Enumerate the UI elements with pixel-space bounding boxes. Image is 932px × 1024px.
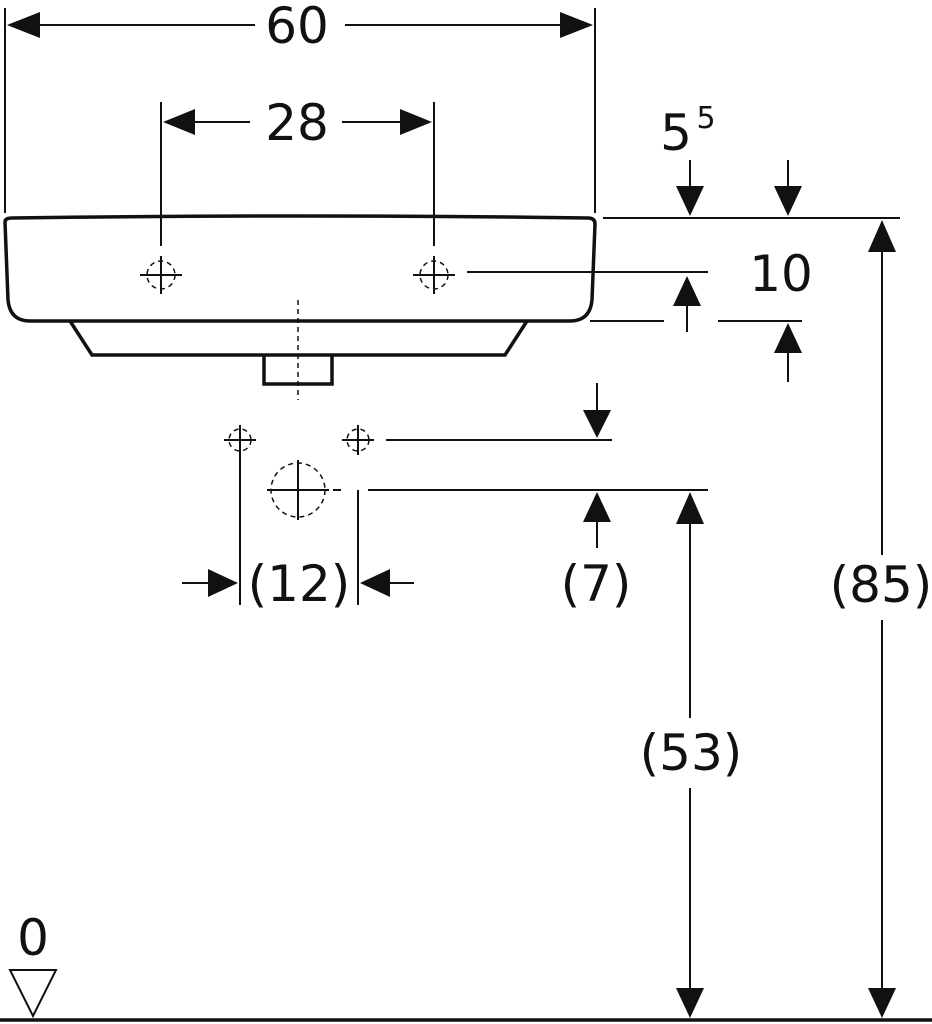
level-triangle-icon — [8, 969, 58, 1019]
rim-height-dimension: (85) — [830, 220, 932, 1018]
waste-height-label: (53) — [640, 724, 743, 782]
floor-level-label: 0 — [17, 909, 49, 967]
supply-spacing-label: (12) — [248, 555, 351, 613]
tap-hole-spacing-dimension: 28 — [160, 94, 435, 246]
tap-hole-depth-dimension: 10 — [673, 245, 813, 382]
washbasin-body — [3, 214, 597, 400]
rim-thickness-dimension: 5 5 — [660, 101, 802, 216]
waste-connection — [267, 460, 341, 520]
floor-level: 0 — [0, 909, 932, 1022]
tap-hole-left — [140, 256, 182, 294]
supply-connection-right — [342, 425, 374, 605]
supply-connection-left — [224, 425, 256, 605]
tap-depth-label: 10 — [749, 245, 813, 303]
width-dimension: 60 — [4, 0, 596, 213]
rim-thickness-superscript: 5 — [696, 101, 715, 136]
rim-height-label: (85) — [830, 556, 932, 614]
tap-spacing-label: 28 — [265, 94, 329, 152]
rim-thickness-label: 5 — [660, 104, 692, 162]
tap-hole-right — [413, 256, 455, 294]
waste-height-dimension: (53) — [640, 492, 743, 1018]
supply-waste-offset-label: (7) — [561, 555, 632, 613]
supply-spacing-dimension: (12) — [182, 555, 414, 613]
supply-waste-offset-dimension: (7) — [561, 383, 632, 613]
width-label: 60 — [265, 0, 329, 55]
